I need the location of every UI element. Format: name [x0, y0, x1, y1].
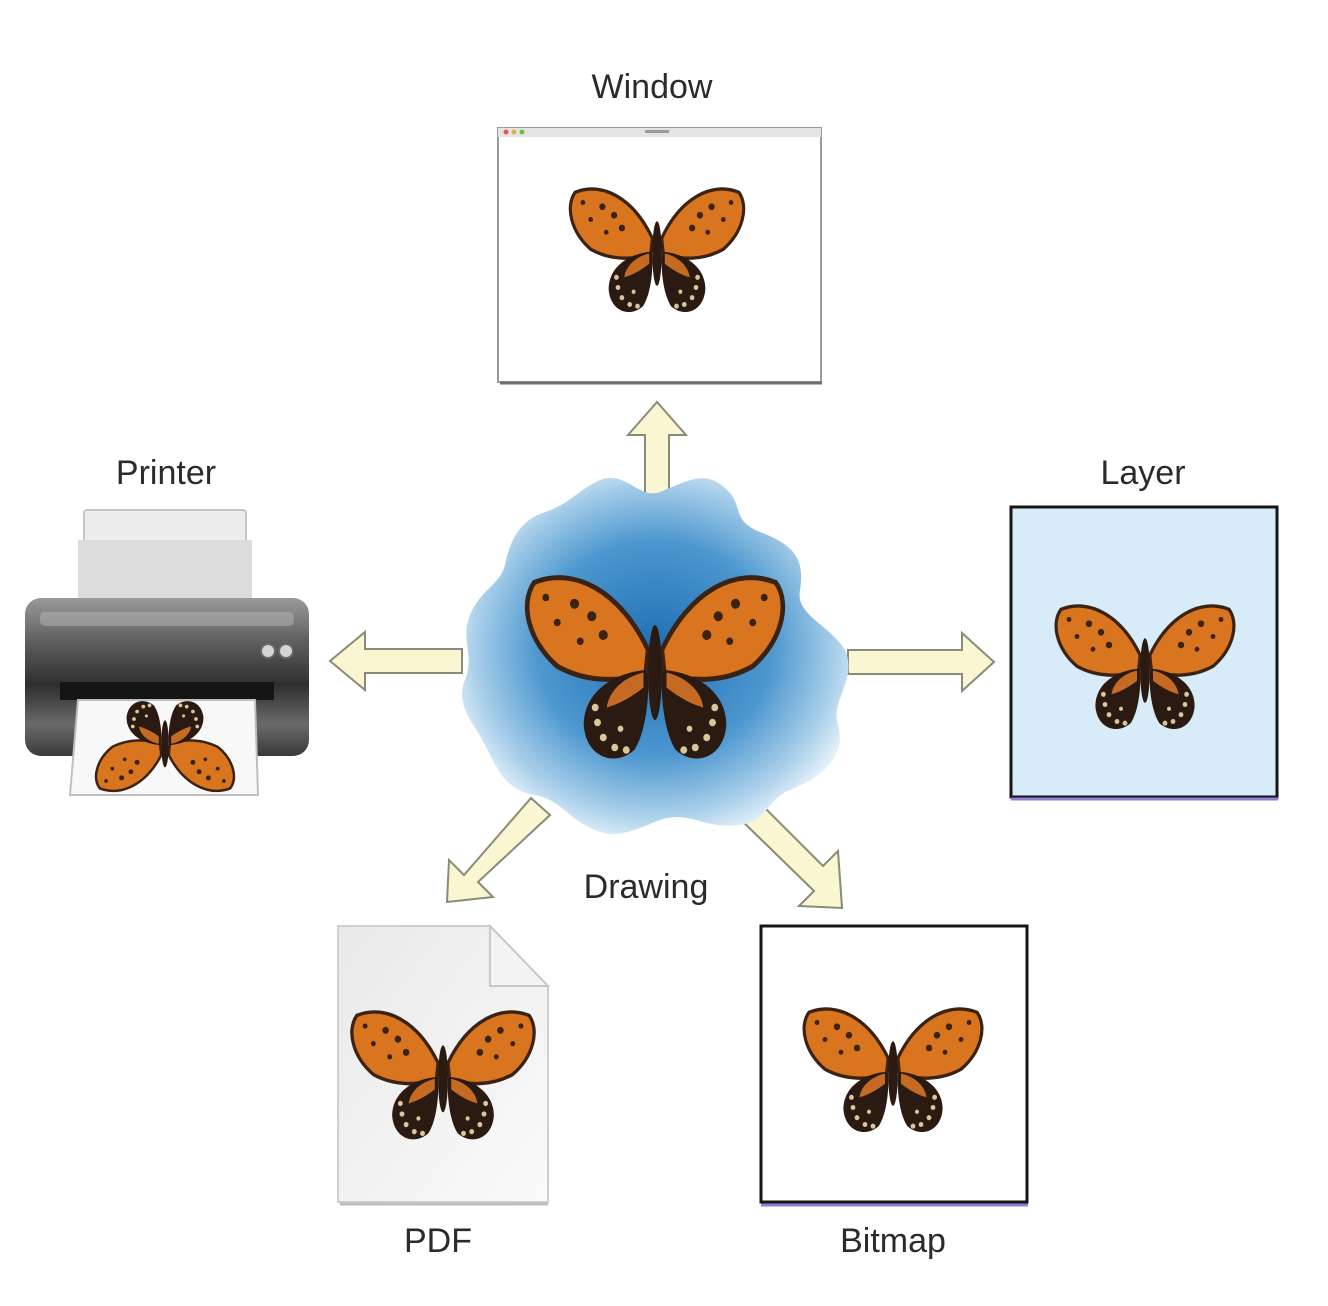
- window-label: Window: [591, 68, 713, 106]
- bitmap-label: Bitmap: [840, 1222, 946, 1260]
- arrow-to-pdf: [445, 796, 552, 904]
- drawing-label: Drawing: [583, 868, 709, 906]
- arrow-to-printer: [328, 629, 463, 693]
- printer-label: Printer: [115, 454, 217, 492]
- arrow-to-layer: [847, 630, 996, 694]
- layer-label: Layer: [1100, 454, 1186, 492]
- pdf-label: PDF: [404, 1222, 472, 1260]
- printer-icon: [25, 509, 309, 796]
